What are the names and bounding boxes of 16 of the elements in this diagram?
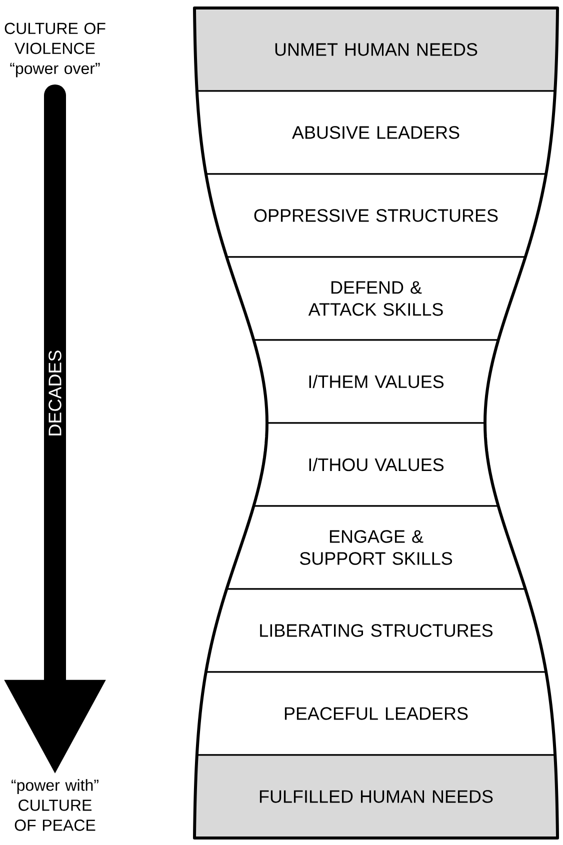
band: ENGAGE & SUPPORT SKILLS <box>226 505 526 590</box>
side-label: “power with” CULTURE OF PEACE <box>12 779 98 831</box>
band: I/THOU VALUES <box>252 422 500 507</box>
band: PEACEFUL LEADERS <box>196 671 556 756</box>
band: DEFEND & ATTACK SKILLS <box>226 256 526 341</box>
band: LIBERATING STRUCTURES <box>205 588 547 673</box>
band: I/THEM VALUES <box>252 339 500 424</box>
node-label: OPPRESSIVE STRUCTURES <box>254 209 498 222</box>
node-label: PEACEFUL LEADERS <box>284 707 468 720</box>
band: ABUSIVE LEADERS <box>196 90 556 175</box>
band: FULFILLED HUMAN NEEDS <box>194 754 558 839</box>
node-label: LIBERATING STRUCTURES <box>260 624 493 637</box>
side-label: CULTURE OF VIOLENCE “power over” <box>4 22 106 78</box>
band: UNMET HUMAN NEEDS <box>194 7 558 92</box>
edge-label: DECADES <box>48 350 62 436</box>
band: OPPRESSIVE STRUCTURES <box>205 173 547 258</box>
